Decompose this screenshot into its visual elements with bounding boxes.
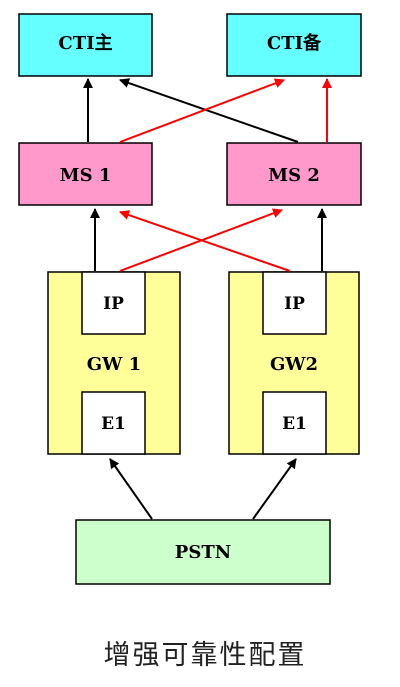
link-pstn-gw2 bbox=[252, 458, 297, 520]
link-ms1-cti-backup bbox=[119, 78, 285, 143]
ms2-label: MS 2 bbox=[268, 165, 320, 186]
ms1-node: MS 1 bbox=[18, 142, 153, 206]
gw1-e1-label: E1 bbox=[101, 414, 126, 434]
gw2-e1-box bbox=[262, 391, 327, 455]
pstn-label: PSTN bbox=[175, 542, 231, 563]
ms2-box bbox=[226, 142, 362, 206]
gw2-ip-box bbox=[262, 271, 327, 335]
ms1-label: MS 1 bbox=[60, 165, 112, 186]
gw1-e1-box bbox=[81, 391, 146, 455]
cti-backup-box bbox=[226, 13, 362, 77]
gw2-node: IP GW2 E1 bbox=[228, 271, 360, 455]
gw2-ip-label: IP bbox=[284, 294, 305, 314]
gw1-ip-box bbox=[81, 271, 146, 335]
link-pstn-gw1 bbox=[109, 458, 153, 520]
cti-main-node: CTI主 bbox=[18, 13, 153, 77]
gw1-node: IP GW 1 E1 bbox=[47, 271, 181, 455]
gw1-label: GW 1 bbox=[87, 354, 141, 375]
pstn-node: PSTN bbox=[75, 519, 331, 585]
gw1-ip-label: IP bbox=[103, 294, 124, 314]
pstn-box bbox=[75, 519, 331, 585]
gw2-e1-label: E1 bbox=[282, 414, 307, 434]
ms2-node: MS 2 bbox=[226, 142, 362, 206]
cti-backup-node: CTI备 bbox=[226, 13, 362, 77]
cti-backup-label: CTI备 bbox=[267, 32, 322, 54]
diagram-caption: 增强可靠性配置 bbox=[104, 640, 307, 671]
link-ms2-cti-main bbox=[119, 78, 299, 143]
cti-main-label: CTI主 bbox=[58, 32, 112, 54]
cti-main-box bbox=[18, 13, 153, 77]
link-gw2-ms1 bbox=[119, 210, 291, 272]
ms1-box bbox=[18, 142, 153, 206]
link-gw1-ms2 bbox=[119, 208, 283, 272]
gw2-label: GW2 bbox=[270, 354, 318, 375]
